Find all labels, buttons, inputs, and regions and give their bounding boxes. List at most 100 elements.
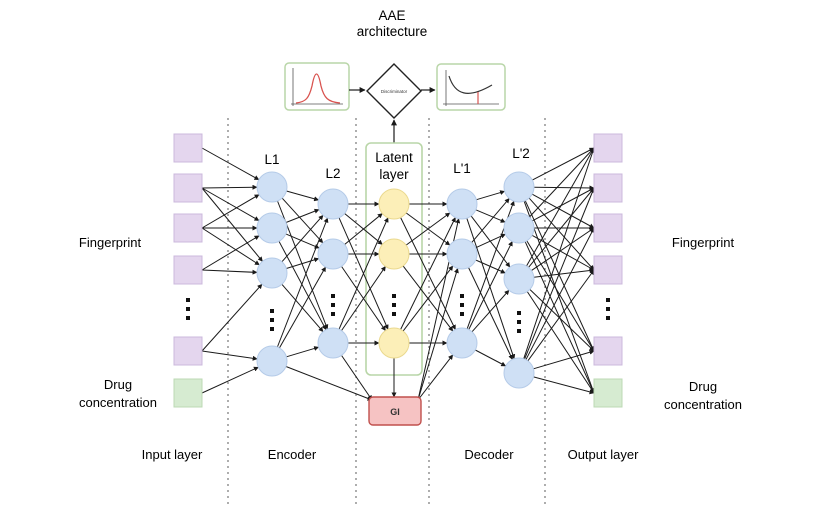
edge-2 [201,184,258,190]
edge-37 [405,212,451,246]
input-node-2 [173,173,203,203]
aae-top: Discriminator [284,62,506,143]
edge-79 [341,355,373,401]
edge-71 [529,289,595,352]
footer-encoder: Encoder [268,447,317,462]
l2p-neurons [503,171,535,389]
discriminator-diamond [366,63,422,119]
input-drug-label-2: concentration [79,395,157,410]
edge-5 [201,194,260,229]
gi-label: GI [390,407,400,417]
output-node-3 [593,213,623,243]
l1p-neuron-1 [446,188,478,220]
input-node-1 [173,133,203,163]
output-node-5 [593,336,623,366]
edge-17 [285,233,320,249]
edge-8 [201,235,260,271]
edge-16 [285,208,320,223]
l1-neuron-1 [256,171,288,203]
latent-neuron-2 [378,238,410,270]
input-node-4 [173,255,203,285]
layer-label-latent-1: Latent [375,150,413,165]
edge-22 [276,217,329,348]
edge-65 [526,240,595,352]
edge-62 [531,187,595,222]
l1p-neurons [446,188,478,359]
edge-83 [417,267,459,401]
latent-neuron-1 [378,188,410,220]
l2-neuron-3 [317,327,349,359]
l2p-neuron-2 [503,212,535,244]
network-edges [201,147,595,401]
input-nodes [173,133,203,408]
edge-56 [533,185,595,191]
l1p-neuron-3 [446,327,478,359]
edge-11 [201,283,263,352]
edge-69 [531,227,595,272]
layer-label-latent-2: layer [379,167,409,182]
layer-label-l1p: L'1 [453,161,471,176]
edge-68 [528,187,595,268]
edge-46 [466,218,516,360]
input-ellipsis [186,298,190,320]
l1-ellipsis [270,309,274,331]
input-fingerprint-label: Fingerprint [79,235,142,250]
l2-ellipsis [331,294,335,316]
input-node-3 [173,213,203,243]
l1-neuron-3 [256,257,288,289]
edge-47 [471,198,510,243]
edge-58 [528,197,595,271]
footer-output-layer: Output layer [568,447,639,462]
edge-50 [468,267,513,360]
output-node-1 [593,133,623,163]
latent-neurons [378,188,410,359]
output-drug-node [593,378,623,408]
edge-70 [533,268,595,278]
l1-neuron-2 [256,212,288,244]
edge-12 [201,366,259,394]
output-node-2 [593,173,623,203]
edge-43 [476,190,506,201]
edge-3 [201,187,260,222]
l2p-ellipsis [517,311,521,333]
l1-neurons [256,171,288,377]
edge-1 [201,147,260,181]
output-node-4 [593,255,623,285]
edge-20 [286,257,320,269]
edge-57 [531,193,595,229]
edge-24 [286,346,320,358]
edge-32 [341,265,386,331]
footer-decoder: Decoder [464,447,514,462]
edge-49 [475,259,506,274]
edge-14 [281,197,324,244]
output-nodes [593,133,623,408]
edge-19 [281,214,324,263]
gaussian-curve-icon [295,73,341,104]
output-distribution-box [436,63,506,111]
edge-53 [471,289,510,333]
output-drug-label-2: concentration [664,397,742,412]
edge-61 [528,147,595,218]
l2p-neuron-1 [503,171,535,203]
l1-neuron-4 [256,345,288,377]
edge-28 [344,213,383,245]
output-drug-label-1: Drug [689,379,717,394]
edge-52 [468,240,513,330]
title-line-2: architecture [357,24,428,39]
l2p-neuron-4 [503,357,535,389]
edge-54 [475,349,507,367]
decay-curve-icon [448,75,493,94]
ellipsis-dots [186,294,610,333]
footer-input-layer: Input layer [142,447,203,462]
layer-separators [227,118,546,505]
edge-76 [527,269,595,362]
edge-73 [523,147,595,359]
input-node-5 [173,336,203,366]
gi-box [368,396,422,426]
output-fingerprint-label: Fingerprint [672,235,735,250]
layer-label-l2: L2 [325,166,340,181]
edge-74 [524,187,595,360]
l1p-ellipsis [460,294,464,316]
edge-60 [523,200,595,394]
edge-10 [201,350,258,361]
